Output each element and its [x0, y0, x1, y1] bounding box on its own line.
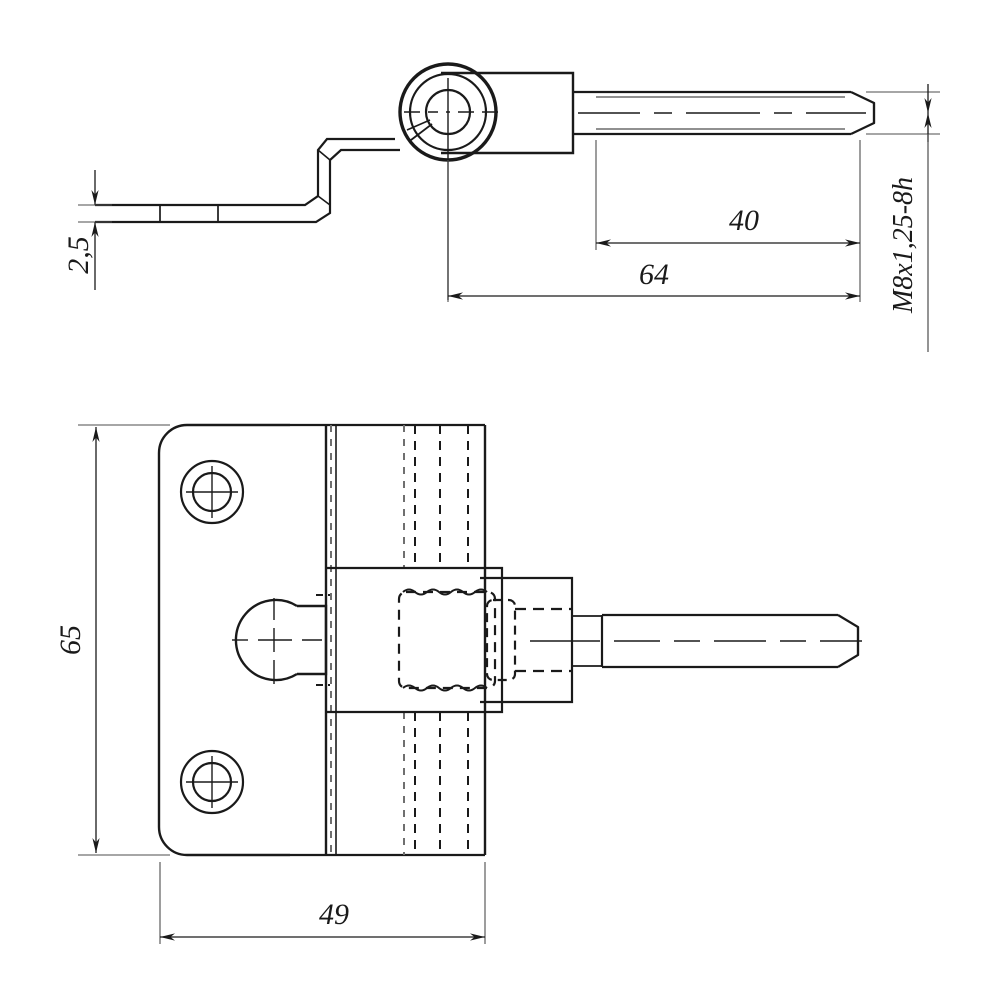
dim-label-thickness: 2,5: [62, 236, 95, 274]
dimension-thread-length: 40: [595, 140, 861, 250]
side-view-barrel-body: [441, 71, 575, 155]
plate-bend-line-a: [317, 149, 331, 161]
barrel-outline: [489, 71, 575, 155]
hub-hidden-bore: [397, 590, 497, 690]
plate-bend-line-b: [317, 195, 331, 206]
plate-upper-profile: [95, 137, 395, 207]
leaf-plate-outline-left: [157, 423, 290, 857]
front-view-hidden-lines-thin: [330, 425, 405, 855]
dim-label-plate-height: 65: [54, 625, 87, 655]
front-view-threaded-pin: [530, 613, 862, 669]
side-view-knuckle: [398, 62, 498, 300]
hub-thread-crest-bottom: [402, 684, 488, 692]
side-view-threaded-pin: [573, 90, 876, 136]
plate-lower-profile: [95, 148, 400, 224]
knuckle-tangent-line-2: [406, 119, 431, 131]
annotation-label-thread-spec: M8x1,25-8h: [888, 177, 919, 314]
dimension-plate-width: 49: [159, 862, 486, 944]
dim-label-plate-width: 49: [319, 898, 349, 931]
front-view-leaf-plate: [157, 423, 487, 857]
screw-hole-lower-outer-circle: [179, 749, 245, 815]
dim-label-thread-length: 40: [729, 204, 759, 237]
annotation-thread-spec: M8x1,25-8h: [866, 84, 940, 352]
screw-hole-upper-outer-circle: [179, 459, 245, 525]
hub-left-hidden-ticks: [316, 594, 330, 686]
dimension-overall-length: 64: [447, 160, 861, 302]
dimension-plate-height: 65: [54, 424, 170, 856]
hub-shoulder-outline: [480, 576, 574, 704]
front-view-hub-block: [316, 566, 574, 714]
front-view-hidden-lines: [414, 425, 469, 855]
pivot-knuckle-tab: [297, 604, 328, 676]
hub-thread-crest-top: [402, 588, 488, 596]
hub-hidden-shank-lines: [515, 607, 572, 673]
front-view-group: 65 49: [54, 423, 862, 944]
dim-label-overall-length: 64: [639, 258, 669, 291]
front-view-pivot-knuckle: [232, 598, 328, 684]
hub-shoulder-hidden-bore: [485, 598, 517, 682]
dimension-thickness: 2,5: [62, 170, 112, 290]
screw-hole-upper: [179, 459, 245, 525]
side-view-flange-plate: [95, 137, 400, 224]
screw-hole-lower: [179, 749, 245, 815]
hub-block-outline: [326, 566, 504, 714]
side-view-group: 2,5 40 64 M8x1,25-8h: [62, 62, 940, 352]
knuckle-tangent-line-1: [410, 123, 433, 141]
